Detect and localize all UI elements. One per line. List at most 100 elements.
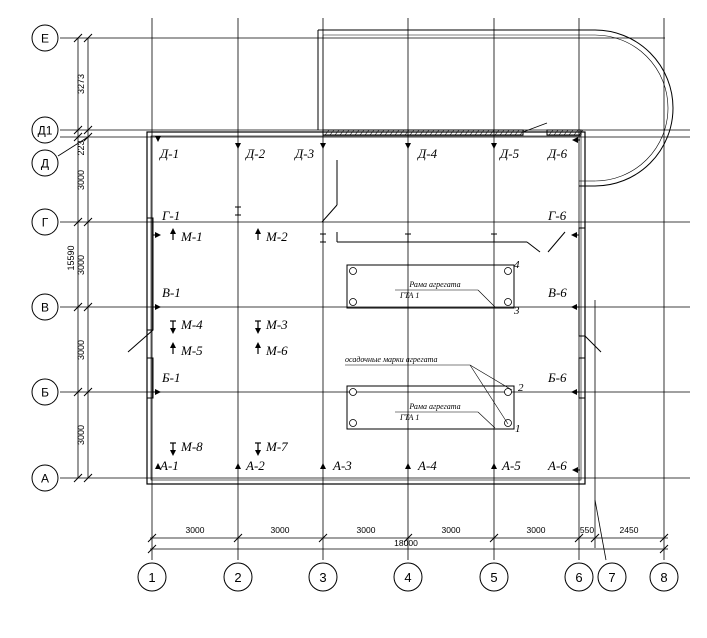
dim-tick <box>318 533 328 543</box>
hatch <box>364 129 370 136</box>
hatch <box>334 129 340 136</box>
frame-bolt <box>504 298 512 306</box>
axis-label-7: 7 <box>608 570 615 585</box>
mark-arrow <box>255 328 261 334</box>
settlement-mark-label: М-6 <box>265 343 288 358</box>
hatch <box>494 129 500 136</box>
settlement-marks-label: осадочные марки агрегата <box>345 355 437 364</box>
dim-3000: 3000 <box>76 340 86 360</box>
mark-arrow <box>255 450 261 456</box>
survey-point-marker <box>155 304 161 310</box>
axis-bubble-Б <box>31 378 59 406</box>
hatch <box>568 129 574 136</box>
axis-bubble-В <box>31 293 59 321</box>
wall-left-lower <box>146 357 154 399</box>
hatch <box>439 129 445 136</box>
dim-tick <box>147 533 157 543</box>
axis-bubble-8 <box>649 562 679 592</box>
dim-bottom: 550 <box>580 525 594 535</box>
survey-point-marker <box>405 463 411 469</box>
axis-bubble-2 <box>223 562 253 592</box>
dim-tick <box>83 125 93 135</box>
hatch <box>434 129 440 136</box>
survey-point-marker <box>235 143 241 149</box>
dim-bottom: 3000 <box>442 525 461 535</box>
dim-tick <box>590 533 600 543</box>
hatch <box>359 129 365 136</box>
hatch <box>324 129 330 136</box>
survey-point-label: Д-6 <box>546 146 568 161</box>
hatch <box>329 129 335 136</box>
hatch <box>444 129 450 136</box>
dim-tick <box>73 132 83 142</box>
survey-point-label: Б-1 <box>161 370 181 385</box>
hatch <box>509 129 515 136</box>
hatch <box>573 129 579 136</box>
axis-bubble-А <box>31 464 59 492</box>
hatch <box>459 129 465 136</box>
axis-label-5: 5 <box>490 570 497 585</box>
axis-label-Б: Б <box>41 386 49 400</box>
frame-bolt <box>349 419 357 427</box>
dim-223: 223 <box>76 140 86 155</box>
survey-point-label: А-2 <box>245 458 265 473</box>
survey-point-marker <box>572 137 578 143</box>
dim-tick <box>83 302 93 312</box>
dim-tick <box>83 387 93 397</box>
axis-bubble-1 <box>137 562 167 592</box>
building-inner-wall <box>150 135 582 481</box>
hatch <box>454 129 460 136</box>
dim-tick <box>73 217 83 227</box>
plan-lines <box>57 18 690 561</box>
frame-bolt <box>349 388 357 396</box>
hatch <box>499 129 505 136</box>
axis-label-Е: Е <box>41 32 49 46</box>
hatch <box>394 129 400 136</box>
survey-point-label: А-3 <box>332 458 352 473</box>
survey-point-marker <box>571 389 577 395</box>
hatch <box>484 129 490 136</box>
axis-bubble-4 <box>393 562 423 592</box>
annex-arc-inner <box>594 34 669 182</box>
partition-diag <box>321 204 338 223</box>
hatch <box>399 129 405 136</box>
door-leaf-left <box>127 329 154 353</box>
frame-bolt <box>504 267 512 275</box>
dim-tick <box>147 544 157 554</box>
hatch <box>389 129 395 136</box>
dim-tick <box>83 132 93 142</box>
hatch <box>379 129 385 136</box>
hatch <box>519 129 525 136</box>
mark-arrow <box>255 342 261 348</box>
axis-bubbles <box>31 24 679 592</box>
hatch <box>514 129 520 136</box>
settlement-mark-label: М-1 <box>180 229 203 244</box>
hatch <box>404 129 410 136</box>
survey-point-marker <box>320 463 326 469</box>
settlement-mark-label: М-2 <box>265 229 288 244</box>
frame-bolt <box>349 267 357 275</box>
settlement-mark-label: М-5 <box>180 343 203 358</box>
hatch <box>349 129 355 136</box>
hatch <box>558 129 564 136</box>
axis-label-Г: Г <box>42 216 49 230</box>
axis-bubble-Г <box>31 208 59 236</box>
dim-tick <box>73 125 83 135</box>
frame-corner: 2 <box>518 382 524 394</box>
hatch <box>344 129 350 136</box>
hatch <box>578 129 584 136</box>
axis-bubble-5 <box>479 562 509 592</box>
frame-subtitle: ГТА 1 <box>399 291 419 300</box>
partition <box>547 231 566 253</box>
axis-label-Д1: Д1 <box>38 124 53 138</box>
dim-tick <box>73 473 83 483</box>
survey-point-marker <box>155 463 161 469</box>
frame-corner: 3 <box>513 305 520 317</box>
hatch <box>419 129 425 136</box>
axis-7-leader <box>594 499 607 561</box>
mark-arrow <box>170 328 176 334</box>
frame-title: Рама агрегата <box>408 402 460 411</box>
partition <box>526 241 541 253</box>
survey-point-marker <box>155 232 161 238</box>
